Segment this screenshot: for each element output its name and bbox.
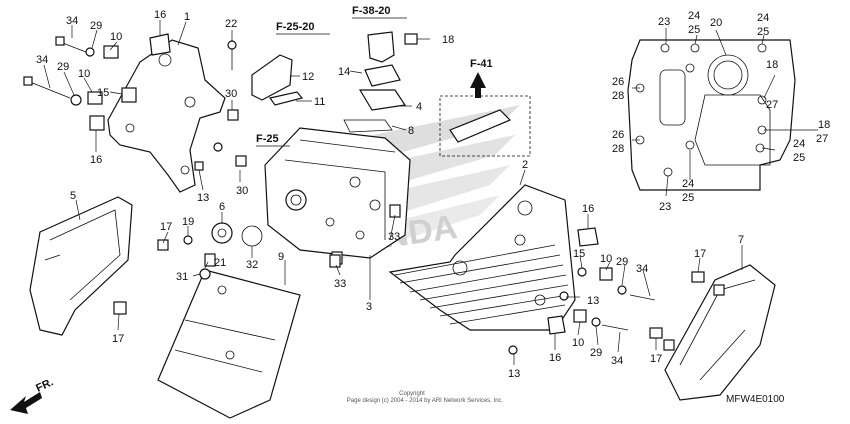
callout-34: 34: [611, 355, 623, 367]
callout-28: 28: [612, 90, 624, 102]
sensor-assembly: [343, 31, 430, 133]
callout-26: 26: [612, 76, 624, 88]
cylinder-head-gasket-panel: [627, 39, 796, 191]
callout-7: 7: [738, 234, 744, 246]
callout-34: 34: [636, 263, 648, 275]
callout-28: 28: [612, 143, 624, 155]
callout-26: 26: [612, 129, 624, 141]
callout-25: 25: [793, 152, 805, 164]
ref-f25[interactable]: F-25: [256, 133, 279, 145]
callout-24: 24: [793, 138, 805, 150]
callout-18: 18: [442, 34, 454, 46]
callout-16: 16: [549, 352, 561, 364]
callout-1: 1: [184, 11, 190, 23]
callout-32: 32: [246, 259, 258, 271]
callout-13: 13: [587, 295, 599, 307]
callout-29: 29: [590, 347, 602, 359]
callouts: 34 29 10 16 1 22 12 11 30 30 34 29 10 15…: [36, 9, 830, 380]
callout-10: 10: [600, 253, 612, 265]
callout-5: 5: [70, 190, 76, 202]
callout-25: 25: [688, 24, 700, 36]
callout-13: 13: [197, 192, 209, 204]
callout-29: 29: [90, 20, 102, 32]
callout-15: 15: [573, 248, 585, 260]
callout-34: 34: [36, 54, 48, 66]
cylinder-head: [264, 127, 411, 265]
callout-9: 9: [278, 251, 284, 263]
callout-31: 31: [176, 271, 188, 283]
callout-17: 17: [112, 333, 124, 345]
cylinder-block: [388, 184, 576, 331]
callout-18: 18: [818, 119, 830, 131]
callout-11: 11: [314, 96, 325, 108]
callout-30: 30: [236, 185, 248, 197]
callout-24: 24: [757, 12, 769, 24]
left-side-cover: [29, 196, 133, 336]
callout-25: 25: [757, 26, 769, 38]
callout-33: 33: [388, 231, 400, 243]
ref-f3820[interactable]: F-38-20: [352, 5, 391, 17]
callout-17: 17: [650, 353, 662, 365]
callout-22: 22: [225, 18, 237, 30]
copyright-line-2: Page design (c) 2004 - 2014 by ARI Netwo…: [347, 398, 504, 404]
callout-10: 10: [78, 68, 90, 80]
callout-23: 23: [658, 16, 670, 28]
callout-13: 13: [508, 368, 520, 380]
right-side-cover: [664, 264, 776, 401]
callout-15: 15: [97, 87, 109, 99]
callout-17: 17: [160, 221, 172, 233]
callout-20: 20: [710, 17, 722, 29]
ref-f2520[interactable]: F-25-20: [276, 21, 315, 33]
callout-16: 16: [154, 9, 166, 21]
lower-cover: [157, 269, 301, 419]
callout-29: 29: [57, 61, 69, 73]
callout-33: 33: [334, 278, 346, 290]
diagram-code: MFW4E0100: [726, 394, 785, 405]
f41-up-arrow: [470, 72, 486, 88]
ref-f41[interactable]: F-41: [470, 58, 493, 70]
callout-14: 14: [338, 66, 350, 78]
front-direction-arrow: FR.: [10, 376, 55, 414]
callout-29: 29: [616, 256, 628, 268]
callout-24: 24: [688, 10, 700, 22]
leader-lines: [43, 20, 818, 365]
callout-8: 8: [408, 125, 414, 137]
callout-10: 10: [572, 337, 584, 349]
callout-16: 16: [582, 203, 594, 215]
fasteners: [23, 33, 725, 355]
callout-18: 18: [766, 59, 778, 71]
callout-27: 27: [816, 133, 828, 145]
callout-24: 24: [682, 178, 694, 190]
callout-25: 25: [682, 192, 694, 204]
callout-21: 21: [214, 257, 226, 269]
seal-11: [268, 91, 304, 106]
bracket-12: [251, 54, 293, 101]
callout-17: 17: [694, 248, 706, 260]
callout-4: 4: [416, 101, 422, 113]
callout-2: 2: [522, 159, 528, 171]
callout-30: 30: [225, 88, 237, 100]
callout-12: 12: [302, 71, 314, 83]
callout-6: 6: [219, 201, 225, 213]
callout-27: 27: [766, 99, 778, 111]
fr-label: FR.: [34, 376, 55, 394]
callout-10: 10: [110, 31, 122, 43]
callout-23: 23: [659, 201, 671, 213]
f41-dashed-box: [439, 95, 531, 157]
mount-bracket: [107, 39, 226, 193]
callout-19: 19: [182, 216, 194, 228]
callout-16: 16: [90, 154, 102, 166]
callout-34: 34: [66, 15, 78, 27]
callout-3: 3: [366, 301, 372, 313]
copyright-line-1: Copyright: [399, 391, 425, 397]
